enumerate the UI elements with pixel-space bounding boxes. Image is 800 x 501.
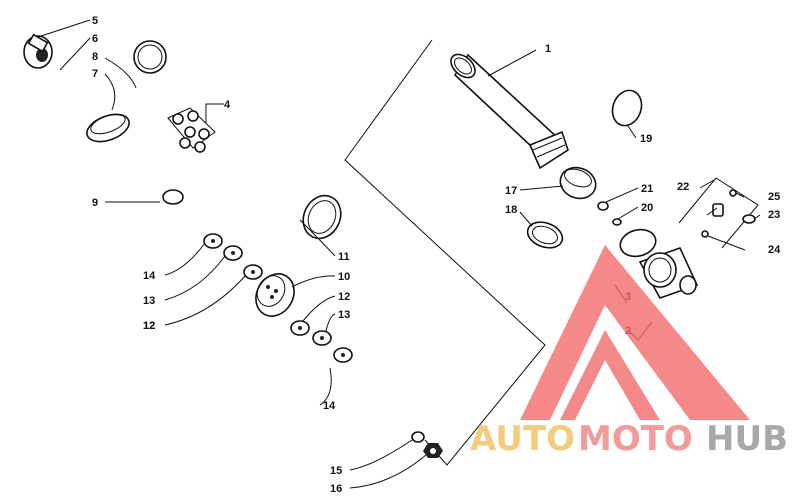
callout-14b: 14 [323, 400, 336, 412]
logo-triangle-icon [520, 245, 750, 420]
callout-1: 1 [545, 43, 551, 55]
callout-12a: 12 [143, 320, 155, 332]
part-nut [411, 431, 443, 458]
callout-13b: 13 [143, 295, 155, 307]
watermark-hub: HUB [706, 419, 788, 459]
callout-24: 24 [768, 244, 781, 256]
watermark-moto: MOTO [578, 419, 693, 459]
callout-16: 16 [330, 483, 342, 495]
part-damper-body [450, 53, 569, 170]
part-shaft-assembly [23, 33, 184, 205]
callout-20: 20 [641, 202, 653, 214]
washer-stack-left [203, 233, 263, 280]
watermark-text: AUTO MOTO HUB [470, 419, 788, 459]
callout-14a: 14 [143, 270, 156, 282]
part-o-ring-21 [597, 201, 609, 211]
callout-15: 15 [330, 465, 342, 477]
callout-25: 25 [768, 191, 780, 203]
part-reservoir [619, 228, 699, 299]
part-valve-group [678, 177, 759, 249]
callout-22: 22 [677, 181, 689, 193]
callout-18: 18 [505, 204, 517, 216]
part-bushing [526, 221, 564, 249]
callout-21: 21 [641, 183, 653, 195]
part-rebound-ring [302, 194, 342, 240]
callout-8: 8 [92, 51, 98, 63]
callout-5: 5 [92, 15, 98, 27]
assembly-outline [344, 39, 546, 466]
callout-12c: 12 [338, 291, 350, 303]
callout-4: 4 [224, 99, 231, 111]
callout-10: 10 [338, 271, 350, 283]
callout-11: 11 [338, 251, 350, 263]
part-bearing-cap [559, 166, 597, 200]
callout-13a: 13 [338, 309, 350, 321]
callout-6: 6 [92, 33, 98, 45]
callout-7: 7 [92, 68, 98, 80]
part-o-ring-20 [612, 218, 622, 226]
callout-9: 9 [92, 197, 98, 209]
washer-stack-right [290, 320, 353, 363]
part-o-ring-19 [611, 89, 643, 127]
callout-17: 17 [505, 185, 517, 197]
callout-12b: 12 [143, 320, 155, 332]
part-piston [255, 273, 295, 317]
part-jet-group [167, 107, 216, 153]
watermark-logo [520, 245, 750, 420]
callout-19: 19 [640, 133, 652, 145]
watermark-auto: AUTO [470, 419, 575, 459]
callout-23: 23 [768, 209, 780, 221]
